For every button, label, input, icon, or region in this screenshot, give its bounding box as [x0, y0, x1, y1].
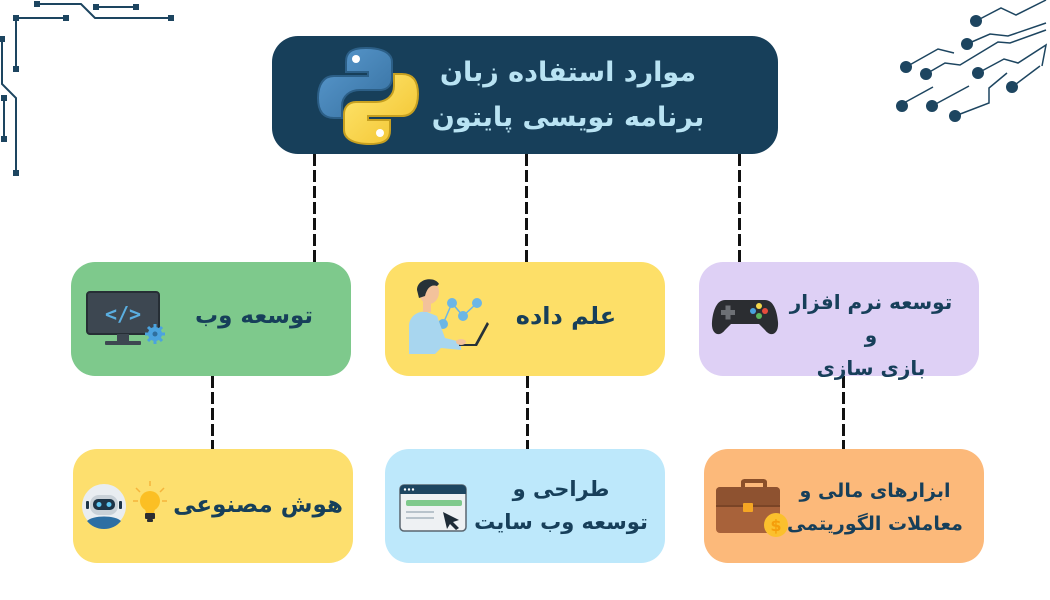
connector-data-science-to-web-design: [526, 376, 529, 449]
title-heading: موارد استفاده زبان برنامه نویسی پایتون: [418, 50, 718, 140]
circuit-decoration-top-right: [896, 0, 1048, 122]
node-artificial-intelligence: هوش مصنوعی: [73, 449, 353, 563]
title-line-2: برنامه نویسی پایتون: [431, 102, 705, 133]
node-web-design: طراحی و توسعه وب سایت: [385, 449, 665, 563]
connector-software-game-dev-to-financial: [842, 376, 845, 449]
lightbulb-icon: [133, 481, 167, 522]
title-box: موارد استفاده زبان برنامه نویسی پایتون: [272, 36, 778, 154]
svg-text:</>: </>: [105, 302, 141, 326]
node-label: توسعه نرم افزار و بازی سازی: [789, 290, 953, 380]
node-web-development: </> توسعه وب: [71, 262, 351, 376]
node-financial-tools: $ ابزارهای مالی و معاملات الگوریتمی: [704, 449, 984, 563]
robot-avatar-icon: [82, 484, 126, 529]
node-label: توسعه وب: [194, 303, 314, 329]
gamepad-icon: [711, 300, 779, 335]
monitor-code-gear-icon: </>: [86, 291, 165, 345]
connector-title-to-data-science: [525, 154, 528, 262]
person-laptop-chart-icon: [409, 279, 489, 354]
browser-cursor-icon: [399, 484, 467, 532]
node-software-game-dev: توسعه نرم افزار و بازی سازی: [699, 262, 979, 380]
node-label: علم داده: [515, 302, 617, 330]
svg-text:$: $: [770, 516, 781, 535]
briefcase-dollar-icon: $: [716, 479, 788, 537]
connector-title-to-web-development: [313, 154, 316, 262]
node-label: هوش مصنوعی: [173, 492, 343, 518]
node-label: ابزارهای مالی و معاملات الگوریتمی: [787, 480, 963, 535]
python-logo-icon: [316, 46, 420, 146]
title-line-1: موارد استفاده زبان: [439, 57, 697, 88]
circuit-decoration-top-left: [0, 1, 174, 176]
connector-web-development-to-ai: [211, 376, 214, 449]
node-data-science: علم داده: [385, 262, 665, 376]
node-label: طراحی و توسعه وب سایت: [474, 477, 648, 534]
connector-title-to-software-game-dev: [738, 154, 741, 262]
